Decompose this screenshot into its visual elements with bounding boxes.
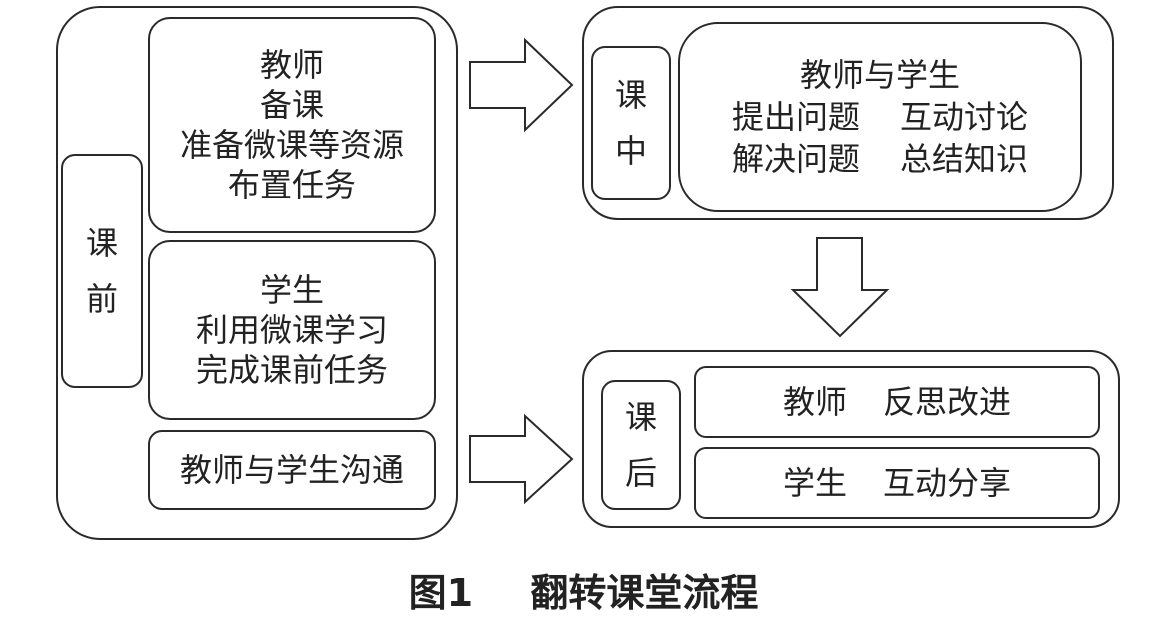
teacher-task-resources: 准备微课等资源 [179, 126, 404, 164]
in-class-label-char-1: 课 [614, 76, 647, 114]
arrow-communication-to-post [469, 413, 574, 505]
in-class-row-2: 解决问题 总结知识 [732, 138, 1028, 180]
student-task-complete: 完成课前任务 [195, 351, 388, 389]
post-class-label-char-2: 后 [624, 454, 657, 492]
in-class-row-1: 提出问题 互动讨论 [732, 96, 1028, 138]
post-class-teacher-task: 反思改进 [883, 383, 1012, 421]
pre-class-teacher-box: 教师 备课 准备微课等资源 布置任务 [148, 17, 436, 233]
post-class-teacher-box: 教师 反思改进 [694, 366, 1100, 438]
teacher-role: 教师 [259, 46, 324, 84]
post-class-label-char-1: 课 [624, 398, 657, 436]
figure-caption: 图1 翻转课堂流程 [0, 562, 1167, 617]
arrow-in-to-post [790, 237, 890, 338]
post-class-student-box: 学生 互动分享 [694, 447, 1100, 519]
student-task-learn: 利用微课学习 [195, 311, 388, 349]
post-class-student-task: 互动分享 [883, 464, 1012, 502]
in-class-summarize: 总结知识 [900, 140, 1029, 178]
pre-class-communication-box: 教师与学生沟通 [148, 430, 436, 510]
student-role: 学生 [259, 271, 324, 309]
arrow-pre-to-in [469, 37, 574, 133]
in-class-solve-problems: 解决问题 [731, 140, 860, 178]
pre-class-student-box: 学生 利用微课学习 完成课前任务 [148, 240, 436, 420]
figure-title: 翻转课堂流程 [530, 571, 759, 615]
in-class-title: 教师与学生 [799, 56, 960, 94]
pre-class-label-char-1: 课 [85, 224, 118, 262]
pre-class-label: 课 前 [61, 154, 143, 388]
pre-class-label-char-2: 前 [85, 280, 118, 318]
in-class-ask-questions: 提出问题 [731, 98, 860, 136]
in-class-label-char-2: 中 [614, 132, 647, 170]
teacher-task-assign: 布置任务 [227, 166, 356, 204]
in-class-content-box: 教师与学生 提出问题 互动讨论 解决问题 总结知识 [678, 22, 1082, 212]
post-class-label: 课 后 [601, 380, 681, 510]
in-class-discussion: 互动讨论 [900, 98, 1029, 136]
in-class-label: 课 中 [591, 46, 671, 200]
communication-text: 教师与学生沟通 [179, 451, 404, 489]
teacher-task-prepare: 备课 [259, 86, 324, 124]
post-class-student-role: 学生 [782, 464, 847, 502]
figure-number: 图1 [408, 571, 474, 615]
post-class-teacher-role: 教师 [782, 383, 847, 421]
